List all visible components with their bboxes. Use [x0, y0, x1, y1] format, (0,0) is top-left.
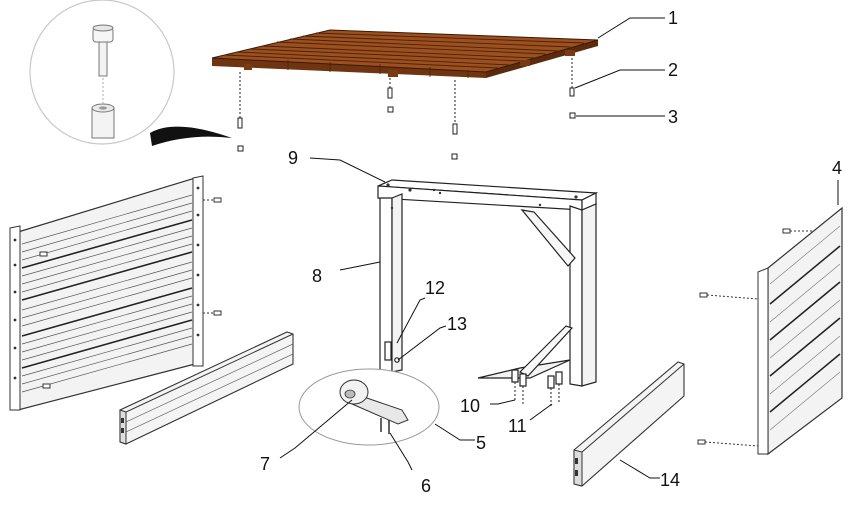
callout-9: 9 — [288, 148, 298, 168]
callout-1: 1 — [668, 8, 678, 28]
callout-4: 4 — [832, 158, 842, 178]
top-fastener-screws — [237, 58, 576, 160]
left-side-panel — [9, 175, 222, 411]
barrel-nut-icon — [91, 103, 115, 139]
center-frame — [377, 179, 599, 408]
right-side-panel — [697, 206, 843, 456]
callout-7: 7 — [260, 454, 270, 474]
leader-lines — [279, 17, 839, 479]
callout-12: 12 — [425, 278, 445, 298]
right-kick-board — [573, 361, 685, 487]
callout-2: 2 — [668, 60, 678, 80]
callout-10: 10 — [460, 396, 480, 416]
left-kick-board — [119, 331, 294, 445]
callout-11: 11 — [508, 416, 527, 436]
callout-5: 5 — [476, 433, 486, 453]
bolt-detail-zoom — [29, 0, 232, 146]
hex-bolt-icon — [92, 24, 114, 77]
callout-3: 3 — [668, 107, 678, 127]
callout-numbers: 1 2 3 4 5 6 7 8 9 10 11 12 13 14 — [260, 8, 842, 496]
zoom-pointer — [150, 126, 232, 146]
wooden-tabletop — [211, 29, 599, 78]
callout-8: 8 — [312, 266, 322, 286]
callout-6: 6 — [421, 476, 431, 496]
callout-14: 14 — [660, 470, 680, 490]
callout-13: 13 — [447, 314, 467, 334]
caster-detail — [298, 368, 440, 446]
